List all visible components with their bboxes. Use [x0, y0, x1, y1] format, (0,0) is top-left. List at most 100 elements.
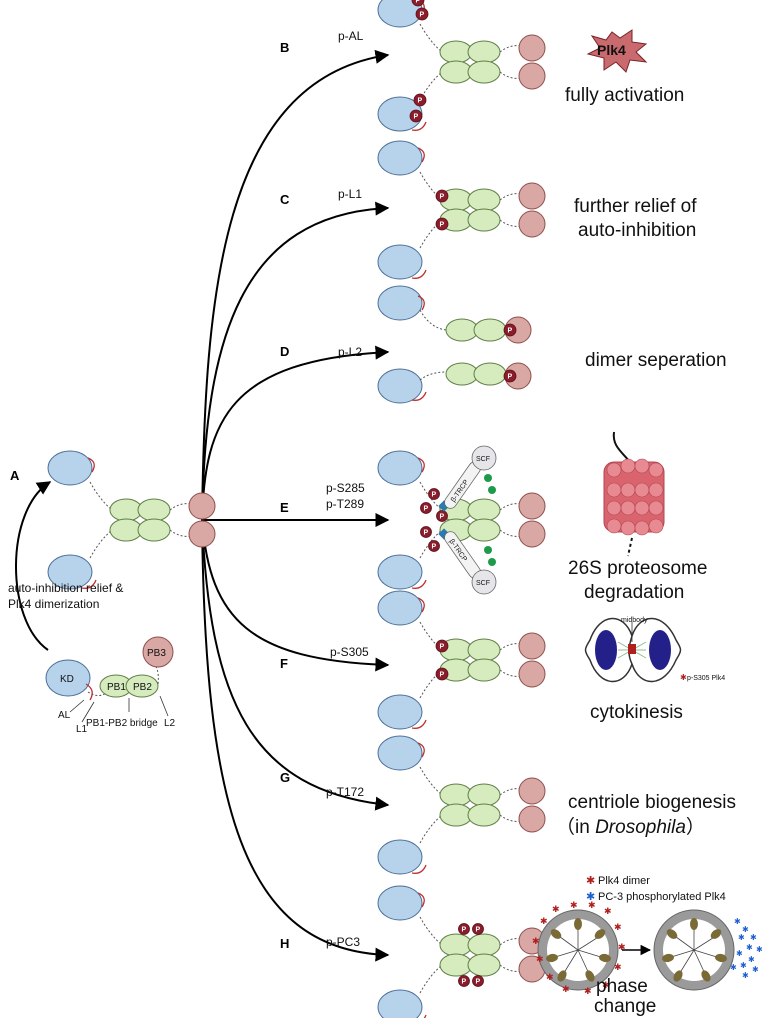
outcome-c-2: auto-inhibition — [578, 220, 696, 241]
svg-text:✱: ✱ — [540, 916, 548, 926]
dividing-cell-icon: midbody ✱ p-S305 Plk4 — [584, 617, 725, 683]
site-label-g: p-T172 — [326, 785, 364, 799]
arrow-monomer-to-dimer — [15, 481, 52, 651]
centriole-after-icon: ✱✱✱✱ ✱✱✱✱ ✱✱✱✱ — [653, 909, 763, 991]
ubiquitin-chain — [484, 474, 496, 566]
svg-text:✱: ✱ — [752, 965, 759, 974]
outcome-g-1: centriole biogenesis — [568, 792, 736, 813]
outcome-b: fully activation — [565, 85, 684, 106]
outcome-h-1: phase — [596, 976, 648, 997]
l1-label: L1 — [76, 724, 88, 735]
scf-top: SCF — [476, 456, 490, 463]
svg-text:P: P — [424, 530, 429, 537]
arrow-to-g — [201, 519, 390, 811]
al-label: AL — [58, 710, 71, 721]
outcome-f: cytokinesis — [590, 702, 683, 723]
l2-label: L2 — [164, 718, 176, 729]
arrow-to-b — [201, 49, 390, 521]
outcome-e-2: degradation — [584, 582, 684, 603]
svg-text:✱: ✱ — [602, 980, 610, 990]
legend-pc3-plk4: PC-3 phosphorylated Plk4 — [598, 891, 726, 903]
svg-text:✱: ✱ — [756, 945, 763, 954]
panel-letter-g: G — [280, 770, 290, 785]
panel-letter-h: H — [280, 936, 289, 951]
svg-text:✱: ✱ — [740, 961, 747, 970]
svg-text:P: P — [508, 374, 513, 381]
legend-plk4-dimer: Plk4 dimer — [598, 875, 650, 887]
svg-text:✱: ✱ — [586, 891, 595, 903]
svg-text:✱: ✱ — [738, 933, 745, 942]
panel-letter-b: B — [280, 40, 289, 55]
panel-a-dimer — [47, 450, 216, 590]
panel-a-monomer: KD PB1 PB2 PB3 AL L1 L2 PB1-PB2 bridge — [45, 636, 176, 735]
panel-letter-f: F — [280, 656, 288, 671]
centriole-before-icon: ✱✱✱✱ ✱✱✱✱ ✱✱✱✱ ✱✱ — [532, 900, 626, 996]
svg-text:P: P — [414, 114, 419, 121]
svg-text:✱: ✱ — [746, 943, 753, 952]
svg-text:✱: ✱ — [734, 917, 741, 926]
site-label-b: p-AL — [338, 29, 364, 43]
panel-d-monomers: P P — [377, 285, 532, 404]
plk4-burst-badge: Plk4 — [586, 29, 648, 73]
panel-c-dimer: P P — [377, 140, 546, 280]
midbody-label: midbody — [621, 617, 648, 624]
svg-text:✱: ✱ — [748, 955, 755, 964]
pb2-label: PB2 — [133, 682, 152, 693]
polo-box-2 — [125, 674, 159, 698]
svg-text:P: P — [476, 979, 481, 986]
arrow-to-h — [201, 519, 390, 962]
polo-box-3 — [142, 636, 174, 668]
pb1-label: PB1 — [107, 682, 126, 693]
svg-text:P: P — [440, 644, 445, 651]
svg-text:✱: ✱ — [586, 875, 595, 887]
panel-b-dimer: P P P P — [377, 0, 546, 132]
svg-text:✱: ✱ — [618, 942, 626, 952]
p-s305-legend: p-S305 Plk4 — [687, 675, 725, 682]
site-label-e1: p-S285 — [326, 481, 365, 495]
plk4-badge-label: Plk4 — [597, 42, 626, 58]
svg-text:P: P — [432, 544, 437, 551]
outcome-e-1: 26S proteosome — [568, 558, 707, 579]
svg-text:P: P — [424, 506, 429, 513]
site-label-e2: p-T289 — [326, 497, 364, 511]
site-label-c: p-L1 — [338, 187, 362, 201]
svg-text:P: P — [416, 0, 421, 5]
outcome-h-2: change — [594, 996, 656, 1017]
panel-a-note-1: auto-inhibition relief & — [8, 581, 123, 595]
svg-text:P: P — [432, 492, 437, 499]
svg-text:✱: ✱ — [680, 673, 687, 682]
svg-text:P: P — [508, 328, 513, 335]
outcome-d: dimer seperation — [585, 350, 727, 371]
kinase-domain — [45, 659, 91, 697]
panel-a-note-2: Plk4 dimerization — [8, 597, 99, 611]
scf-bottom: SCF — [476, 580, 490, 587]
pb3-label: PB3 — [147, 648, 166, 659]
svg-text:✱: ✱ — [614, 922, 622, 932]
svg-text:P: P — [440, 672, 445, 679]
phase-change-legend: ✱ Plk4 dimer ✱ PC-3 phosphorylated Plk4 — [586, 875, 726, 903]
svg-text:✱: ✱ — [742, 971, 749, 980]
svg-text:✱: ✱ — [730, 963, 737, 972]
svg-text:✱: ✱ — [584, 986, 592, 996]
kd-label: KD — [60, 674, 74, 685]
svg-text:P: P — [440, 222, 445, 229]
svg-text:✱: ✱ — [536, 954, 544, 964]
panel-letter-c: C — [280, 192, 290, 207]
svg-text:✱: ✱ — [546, 972, 554, 982]
panel-letter-d: D — [280, 344, 289, 359]
svg-text:✱: ✱ — [570, 900, 578, 910]
outcome-c-1: further relief of — [574, 196, 697, 217]
pathway-arrows — [15, 49, 390, 962]
svg-text:P: P — [420, 12, 425, 19]
svg-text:✱: ✱ — [742, 925, 749, 934]
panel-e-dimer: P P P P P β-TRCP β-TRCP SCF SCF — [377, 445, 546, 595]
svg-text:✱: ✱ — [750, 933, 757, 942]
svg-text:✱: ✱ — [552, 904, 560, 914]
arrow-to-d — [201, 345, 390, 521]
svg-text:P: P — [462, 927, 467, 934]
svg-text:✱: ✱ — [604, 906, 612, 916]
svg-text:P: P — [462, 979, 467, 986]
site-label-d: p-L2 — [338, 345, 362, 359]
svg-text:P: P — [440, 194, 445, 201]
